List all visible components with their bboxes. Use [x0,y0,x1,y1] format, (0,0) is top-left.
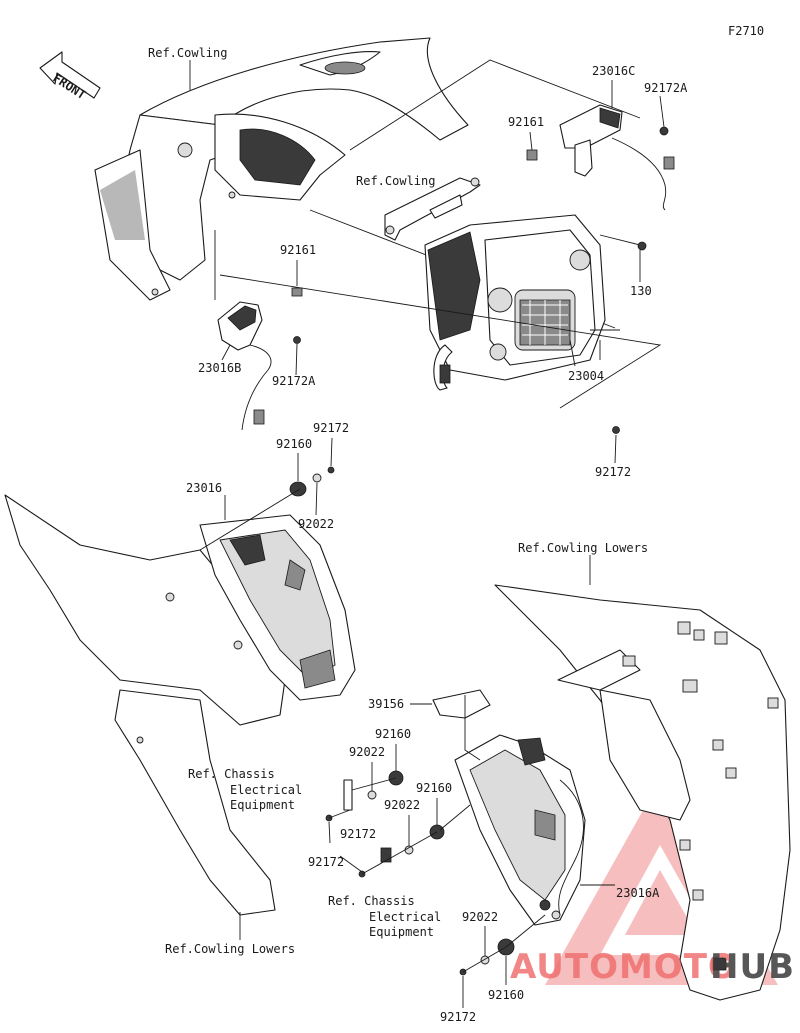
label-92022-b: 92022 [349,745,385,759]
label-ref-chassis-1-line2: Electrical [230,783,302,797]
label-92172-c: 92172 [308,855,344,869]
bolt-130 [599,234,647,251]
label-39156: 39156 [368,697,404,711]
label-23004: 23004 [568,369,604,383]
label-92172A-left: 92172A [272,374,316,388]
right-lower-cowling [494,584,791,1001]
label-ref-chassis-1-line1: Ref. Chassis [188,767,275,781]
label-23016A: 23016A [616,886,660,900]
label-92022-a: 92022 [298,517,334,531]
left-lower-cowling [4,494,286,916]
turn-signal-23016C [526,104,675,211]
label-ref-cowling-lowers-left: Ref.Cowling Lowers [165,942,295,956]
bolt-92172-head [612,426,620,434]
label-ref-chassis-2-line2: Electrical [369,910,441,924]
turn-signal-23016 [199,466,356,701]
headlight-assembly [424,214,606,391]
label-ref-chassis-2-line1: Ref. Chassis [328,894,415,908]
label-23016: 23016 [186,481,222,495]
label-ref-cowling-lowers-right: Ref.Cowling Lowers [518,541,648,555]
cowling-bracket [384,177,481,241]
watermark-logo: AUTOMOTO HUB [510,947,795,987]
label-92172-a: 92172 [313,421,349,435]
watermark-part1: AUTOMOTO [510,947,738,987]
label-ref-cowling-top: Ref.Cowling [148,46,227,60]
label-92172-b: 92172 [340,827,376,841]
grommet-stack-2 [358,824,445,878]
turn-signal-23016A [454,734,586,926]
label-92022-c: 92022 [384,798,420,812]
label-92172-head: 92172 [595,465,631,479]
label-92160-d: 92160 [488,988,524,1002]
label-92172-d: 92172 [440,1010,476,1024]
label-23016C: 23016C [592,64,635,78]
label-92160-a: 92160 [276,437,312,451]
figure-code: F2710 [728,24,764,38]
label-92160-c: 92160 [416,781,452,795]
label-ref-chassis-1-line3: Equipment [230,798,295,812]
upper-cowling [94,37,469,301]
label-23016B: 23016B [198,361,241,375]
turn-signal-23016B [217,287,303,431]
label-92160-b: 92160 [375,727,411,741]
front-arrow-icon: FRONT [39,51,101,102]
label-92161-left: 92161 [280,243,316,257]
grommet-stack-3 [459,914,546,976]
pad-39156 [432,689,491,719]
label-92022-d: 92022 [462,910,498,924]
label-ref-cowling-mid: Ref.Cowling [356,174,435,188]
watermark-part2: HUB [710,947,795,987]
label-92161-top: 92161 [508,115,544,129]
label-92172A-top: 92172A [644,81,688,95]
label-130: 130 [630,284,652,298]
label-ref-chassis-2-line3: Equipment [369,925,434,939]
grommet-stack-1 [325,770,404,822]
